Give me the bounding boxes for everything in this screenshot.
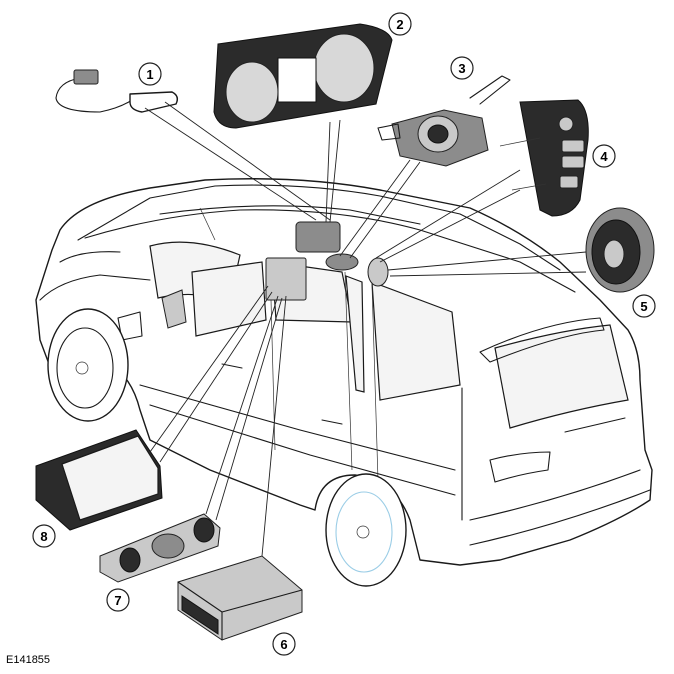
callout-8: 8 (32, 524, 56, 548)
figure-reference-code: E141855 (6, 654, 51, 666)
callout-6: 6 (272, 632, 296, 656)
component-1-harness (55, 69, 179, 113)
callout-7: 7 (106, 588, 130, 612)
callout-8-label: 8 (40, 529, 47, 544)
callout-5-label: 5 (640, 299, 647, 314)
callout-3: 3 (450, 56, 474, 80)
component-4-switch-pack (499, 99, 589, 217)
component-8-display-unit (35, 429, 163, 531)
callout-3-label: 3 (458, 61, 465, 76)
callout-2: 2 (388, 12, 412, 36)
leader-lines (144, 101, 587, 557)
component-3-steering-column (377, 75, 511, 167)
callout-1-label: 1 (146, 67, 153, 82)
callout-7-label: 7 (114, 593, 121, 608)
callout-4: 4 (592, 144, 616, 168)
vehicle-illustration (35, 178, 653, 587)
component-5-speaker (585, 207, 655, 293)
callout-1: 1 (138, 62, 162, 86)
component-2-instrument-cluster (213, 23, 393, 129)
component-7-control-panel (99, 513, 221, 583)
callout-4-label: 4 (600, 149, 608, 164)
callout-6-label: 6 (280, 637, 287, 652)
component-6-module (177, 555, 303, 641)
callout-5: 5 (632, 294, 656, 318)
callout-2-label: 2 (396, 17, 403, 32)
